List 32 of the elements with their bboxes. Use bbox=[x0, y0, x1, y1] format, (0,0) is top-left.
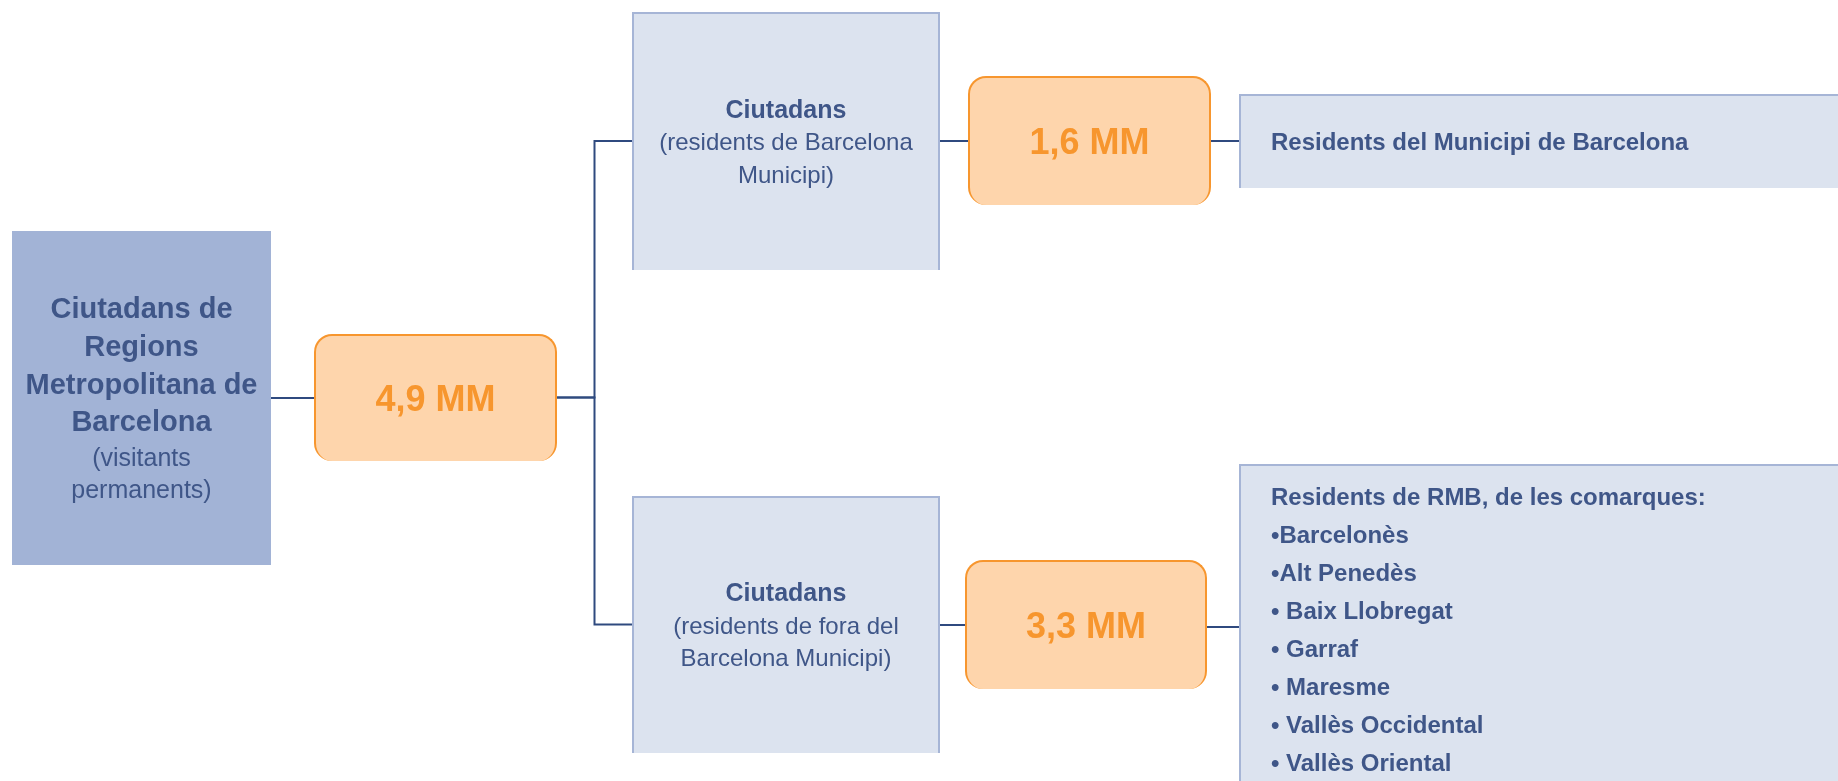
value-box bbox=[314, 334, 557, 461]
value-text: 3,3 MM bbox=[1025, 603, 1147, 648]
title-text: Ciutadans bbox=[724, 93, 848, 125]
description-box bbox=[1239, 94, 1838, 188]
value-text: 4,9 MM bbox=[374, 376, 497, 421]
list-item: • Vallès Oriental bbox=[1271, 751, 1453, 775]
title-text: Ciutadans de Regions Metropolitana de Barcelona bbox=[24, 291, 259, 440]
category-box bbox=[632, 496, 940, 753]
list-item: •Barcelonès bbox=[1271, 523, 1410, 547]
list-item: • Baix Llobregat bbox=[1271, 599, 1454, 623]
value-box bbox=[968, 76, 1211, 205]
subtitle-text: (visitants permanents) bbox=[70, 441, 213, 506]
title-text: Ciutadans bbox=[724, 577, 848, 609]
list-item: •Alt Penedès bbox=[1271, 561, 1418, 585]
connector-line bbox=[270, 397, 315, 399]
value-box bbox=[965, 560, 1207, 689]
list-item: • Maresme bbox=[1271, 675, 1392, 699]
heading-text: Residents de RMB, de les comarques: bbox=[1271, 485, 1707, 509]
description-box bbox=[1239, 464, 1838, 781]
list-item: • Vallès Occidental bbox=[1271, 713, 1485, 737]
category-box bbox=[12, 231, 271, 565]
connector-line bbox=[1206, 626, 1240, 628]
subtitle-text: (residents de Barcelona Municipi) bbox=[658, 127, 914, 190]
value-text: 1,6 MM bbox=[1028, 119, 1151, 164]
connector-line bbox=[939, 140, 969, 142]
heading-text: Residents del Municipi de Barcelona bbox=[1271, 130, 1690, 154]
connector-line bbox=[1210, 140, 1240, 142]
list-item: • Garraf bbox=[1271, 637, 1360, 661]
category-box bbox=[632, 12, 940, 270]
subtitle-text: (residents de fora del Barcelona Municipi) bbox=[672, 611, 900, 674]
connector-line bbox=[939, 624, 966, 626]
connector-line bbox=[556, 396, 633, 626]
